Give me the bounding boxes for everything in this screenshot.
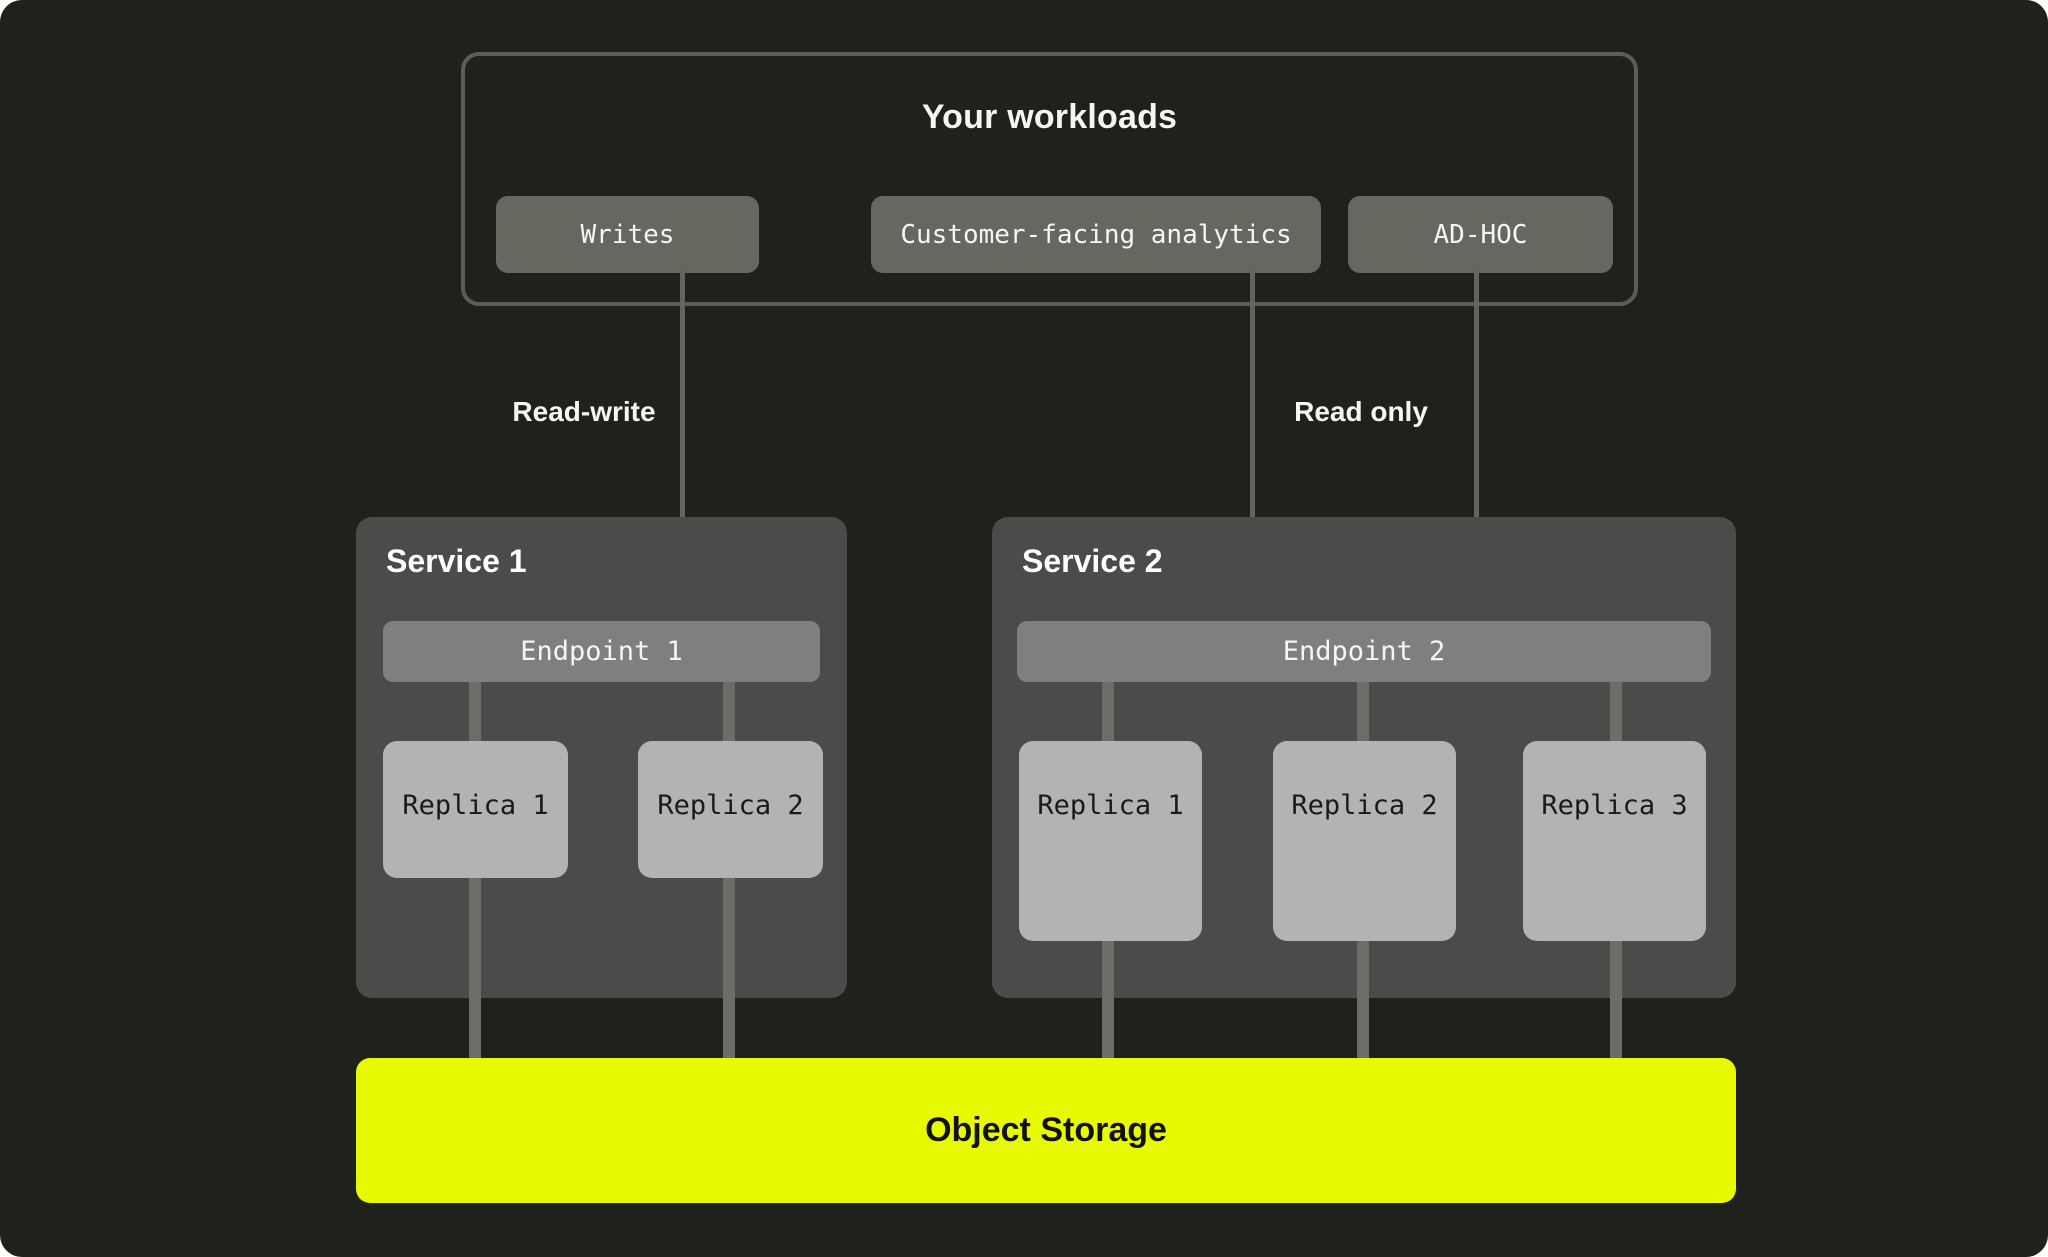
service-1-replica-2-label: Replica 2 [657,790,804,821]
object-storage-label: Object Storage [925,1111,1167,1149]
workload-chip-writes-label: Writes [580,219,675,250]
arrow-analytics-line [1250,269,1255,588]
service-2-endpoint: Endpoint 2 [1017,621,1711,682]
service-1-endpoint: Endpoint 1 [383,621,820,682]
workloads-group: Your workloads Writes Customer-facing an… [461,52,1638,306]
arrow-adhoc-line [1474,269,1479,588]
service-2-replica-1-label: Replica 1 [1037,790,1184,821]
service-2-replica-2: Replica 2 [1273,741,1456,941]
object-storage-box: Object Storage [356,1058,1736,1203]
service-2-replica-3: Replica 3 [1523,741,1706,941]
workload-chip-ad-hoc: AD-HOC [1348,196,1613,273]
workload-chip-customer-facing-analytics: Customer-facing analytics [871,196,1321,273]
workload-chip-writes: Writes [496,196,759,273]
connector-line [469,998,481,1058]
workload-chip-adhoc-label: AD-HOC [1433,219,1528,250]
connector-line [1357,998,1369,1058]
workload-chip-analytics-label: Customer-facing analytics [900,219,1292,250]
service-2-replica-1: Replica 1 [1019,741,1202,941]
arrow-writes-line [680,269,685,588]
connector-line [1610,998,1622,1058]
service-2-replica-2-label: Replica 2 [1291,790,1438,821]
service-1-endpoint-label: Endpoint 1 [520,636,683,667]
service-1-replica-2: Replica 2 [638,741,823,878]
service-2-box: Service 2 Endpoint 2 Replica 1 Replica 2… [992,517,1736,998]
connector-line [1102,998,1114,1058]
service-1-replica-1: Replica 1 [383,741,568,878]
service-2-replica-3-label: Replica 3 [1541,790,1688,821]
service-1-replica-1-label: Replica 1 [402,790,549,821]
workloads-title: Your workloads [921,98,1178,136]
flow-label-read-write: Read-write [512,396,656,427]
service-2-title: Service 2 [1022,543,1163,579]
service-2-endpoint-label: Endpoint 2 [1282,636,1446,667]
flow-label-read-only: Read only [1294,396,1428,427]
connector-line [723,998,735,1058]
service-1-box: Service 1 Endpoint 1 Replica 1 Replica 2 [356,517,847,998]
service-1-title: Service 1 [386,543,527,579]
